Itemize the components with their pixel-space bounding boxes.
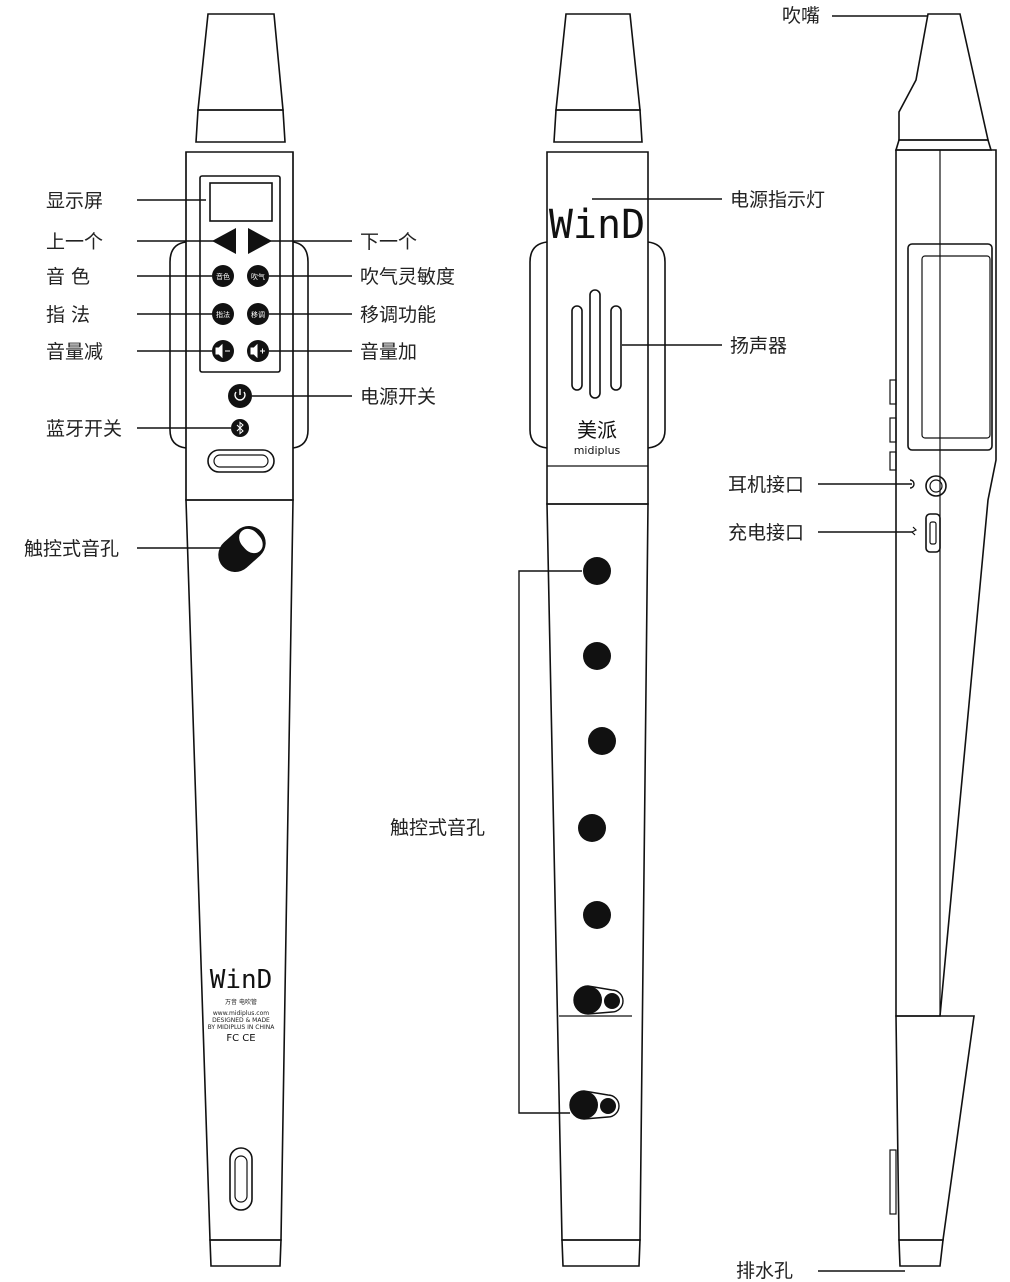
back-lower-body — [546, 503, 649, 1241]
side-view — [889, 13, 997, 1267]
prev-arrow-icon[interactable] — [212, 228, 236, 254]
back-touch-hole-1[interactable] — [583, 557, 611, 585]
label-power: 电源开关 — [360, 386, 436, 408]
fingering-button-label: 指法 — [216, 310, 230, 319]
tone-button[interactable] — [212, 265, 234, 287]
front-logo: WinD — [210, 965, 273, 995]
bluetooth-icon — [236, 421, 244, 435]
breath-button[interactable] — [247, 265, 269, 287]
back-touch-hole-2[interactable] — [583, 642, 611, 670]
label-volume-up: 音量加 — [360, 341, 417, 363]
headphone-jack[interactable] — [925, 475, 947, 497]
side-labels: 吹嘴 耳机接口 充电接口 排水孔 — [728, 5, 820, 1282]
power-icon — [234, 389, 246, 401]
volume-up-icon — [250, 343, 265, 359]
side-lower-end — [895, 1015, 975, 1241]
front-bottom-end — [209, 1239, 282, 1267]
side-body — [895, 149, 997, 1017]
front-labels: 显示屏 上一个 下一个 音 色 吹气灵敏度 指 法 移调功能 音量减 音量加 电… — [24, 190, 455, 560]
front-mouthpiece-base — [195, 109, 286, 143]
speaker-grille-center — [589, 289, 601, 399]
svg-text:www.midiplus.com: www.midiplus.com — [213, 1010, 269, 1017]
display-screen — [209, 182, 273, 222]
back-logo: WinD — [549, 202, 645, 248]
volume-up-button[interactable] — [247, 340, 269, 362]
front-slot — [207, 449, 275, 473]
front-touch-hole[interactable] — [211, 519, 272, 579]
label-display: 显示屏 — [46, 190, 103, 212]
label-bluetooth: 蓝牙开关 — [46, 418, 122, 440]
speaker-grille-left — [571, 305, 583, 391]
back-touch-hole-5[interactable] — [583, 901, 611, 929]
speaker-grille-right — [610, 305, 622, 391]
fingering-button[interactable] — [212, 303, 234, 325]
volume-down-icon — [215, 343, 230, 359]
brand-chinese: 美派 — [577, 418, 617, 442]
back-touch-hole-3[interactable] — [588, 727, 616, 755]
back-labels: 电源指示灯 扬声器 触控式音孔 — [390, 189, 825, 839]
front-view: 音色 吹气 指法 移调 WinD 万音 电吹管 www.midiplus.com… — [169, 13, 309, 1267]
side-panel — [907, 243, 993, 451]
label-tone: 音 色 — [46, 266, 90, 288]
label-transpose: 移调功能 — [360, 304, 436, 326]
volume-down-button[interactable] — [212, 340, 234, 362]
label-breath-sensitivity: 吹气灵敏度 — [360, 266, 455, 288]
cert-marks: FC CE — [226, 1033, 255, 1044]
front-leaders — [137, 199, 352, 549]
svg-text:万音 电吹管: 万音 电吹管 — [225, 998, 257, 1006]
side-mouthpiece — [898, 13, 989, 141]
label-volume-down: 音量减 — [46, 341, 103, 363]
front-right-wing — [292, 241, 309, 449]
label-mouthpiece: 吹嘴 — [782, 5, 820, 27]
label-touch-hole-back: 触控式音孔 — [390, 817, 485, 839]
control-panel — [199, 175, 281, 373]
label-fingering: 指 法 — [46, 304, 90, 326]
front-left-wing — [169, 241, 187, 449]
back-right-wing — [647, 241, 666, 449]
charge-port[interactable] — [925, 513, 941, 553]
label-drain: 排水孔 — [736, 1260, 793, 1282]
headphone-icon — [909, 479, 915, 489]
back-mouthpiece — [555, 13, 641, 111]
transpose-button-label: 移调 — [251, 310, 265, 319]
side-leaders — [818, 15, 928, 1272]
svg-text:DESIGNED & MADE: DESIGNED & MADE — [212, 1017, 270, 1024]
front-lower-body — [185, 499, 294, 1241]
front-upper-body — [185, 151, 294, 501]
breath-button-label: 吹气 — [251, 272, 265, 281]
charge-icon — [910, 526, 918, 536]
back-touch-hole-4[interactable] — [578, 814, 606, 842]
transpose-button[interactable] — [247, 303, 269, 325]
front-bottom-slot — [229, 1147, 253, 1211]
back-left-wing — [529, 241, 548, 449]
back-touch-hole-6[interactable] — [573, 985, 624, 1015]
label-charge: 充电接口 — [728, 522, 804, 544]
back-touch-hole-7[interactable] — [569, 1090, 620, 1120]
label-next: 下一个 — [360, 231, 417, 253]
back-view: WinD 美派 midiplus — [529, 13, 666, 1267]
svg-text:BY MIDIPLUS IN CHINA: BY MIDIPLUS IN CHINA — [208, 1024, 276, 1031]
label-power-led: 电源指示灯 — [730, 189, 825, 211]
power-button[interactable] — [228, 384, 252, 408]
tone-button-label: 音色 — [216, 272, 230, 281]
brand-english: midiplus — [574, 444, 621, 457]
next-arrow-icon[interactable] — [248, 228, 272, 254]
front-mouthpiece — [197, 13, 284, 111]
label-headphone: 耳机接口 — [728, 474, 804, 496]
label-prev: 上一个 — [46, 231, 103, 253]
label-speaker: 扬声器 — [730, 335, 787, 357]
label-touch-hole-front: 触控式音孔 — [24, 538, 119, 560]
back-leaders — [518, 198, 722, 1114]
